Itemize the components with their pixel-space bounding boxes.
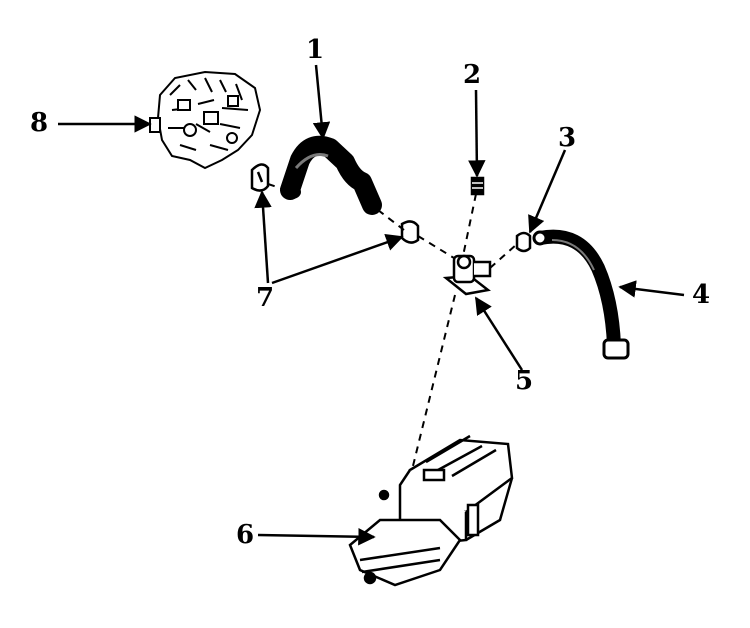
part-7-clamp-right <box>400 220 420 244</box>
leader-5 <box>474 296 524 371</box>
callout-6: 6 <box>236 520 255 550</box>
callout-8: 8 <box>30 108 49 138</box>
part-8-valve-assembly <box>149 70 262 170</box>
leader-6 <box>257 527 376 546</box>
part-6-base-unit <box>348 434 514 587</box>
part-7-clamp-left <box>250 163 270 192</box>
leader-7a <box>254 190 272 284</box>
callout-7: 7 <box>256 283 275 313</box>
part-2-fitting <box>470 176 485 196</box>
part-1-hose <box>280 135 382 215</box>
callout-1: 1 <box>306 35 325 65</box>
leader-2 <box>468 89 486 178</box>
part-5-connector <box>442 254 492 296</box>
leader-3 <box>528 149 567 234</box>
leader-arrows <box>58 64 685 546</box>
part-4-drain-hose <box>532 229 630 360</box>
leader-4 <box>618 280 685 298</box>
callout-4: 4 <box>692 280 711 310</box>
leader-1 <box>312 64 331 140</box>
part-3-clamp <box>515 231 532 253</box>
callout-3: 3 <box>558 123 577 153</box>
assembly-lines <box>267 183 518 471</box>
callout-5: 5 <box>515 366 534 396</box>
leader-7b <box>271 234 404 285</box>
callout-2: 2 <box>463 60 482 90</box>
